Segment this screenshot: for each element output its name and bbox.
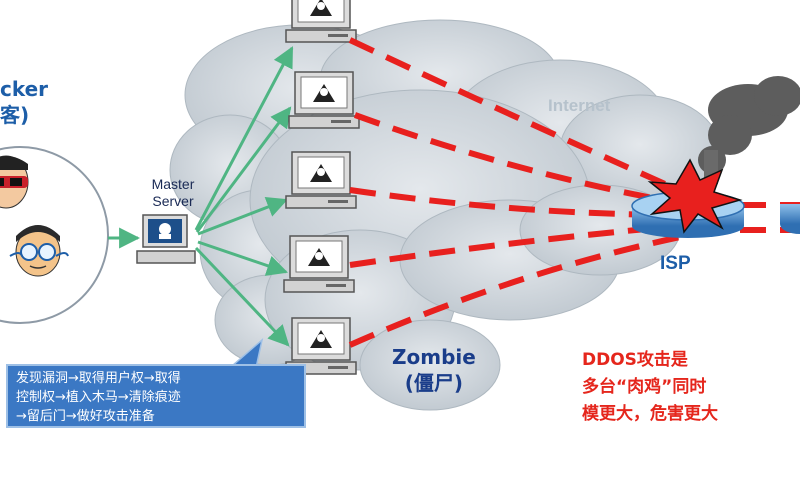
explosion-icon	[647, 158, 743, 234]
smoke-icon	[698, 76, 800, 184]
steps-line: 控制权→植入木马→清除痕迹	[16, 390, 181, 405]
isp-label: ISP	[660, 253, 691, 274]
steps-line: →留后门→做好攻击准备	[16, 409, 155, 424]
ddos-note: DDOS攻击是 多台“肉鸡”同时 模更大，危害更大	[582, 347, 718, 428]
zombie-label-line1: Zombie	[392, 345, 476, 369]
router-icon	[780, 204, 800, 234]
attacker-group	[0, 146, 109, 324]
ddos-note-line: 多台“肉鸡”同时	[582, 377, 707, 397]
attack-steps-box: 发现漏洞→取得用户权→取得 控制权→植入木马→清除痕迹 →留后门→做好攻击准备	[6, 364, 306, 428]
computer-monitor-icon	[285, 151, 357, 209]
ddos-note-line: DDOS攻击是	[582, 350, 688, 370]
master-server-label: Master Server	[128, 176, 218, 210]
attacker-label-line2: 客)	[0, 103, 30, 127]
internet-label: Internet	[548, 96, 611, 115]
control-arrows	[194, 46, 294, 347]
master-label-line2: Server	[152, 193, 194, 209]
steps-line: 发现漏洞→取得用户权→取得	[16, 371, 181, 386]
zombie-label: Zombie (僵尸)	[392, 344, 476, 396]
master-server-icon	[136, 214, 196, 264]
computer-monitor-icon	[283, 235, 355, 293]
master-label-line1: Master	[151, 176, 195, 192]
attacker-label: cker 客)	[0, 76, 48, 128]
computer-monitor-icon	[288, 71, 360, 129]
zombie-label-line2: (僵尸)	[404, 371, 464, 395]
hacker-face-icon	[0, 155, 29, 209]
computer-monitor-icon	[285, 0, 357, 43]
ddos-note-line: 模更大，危害更大	[582, 404, 718, 424]
attacker-face-icon	[9, 225, 69, 277]
attacker-label-line1: cker	[0, 77, 49, 101]
